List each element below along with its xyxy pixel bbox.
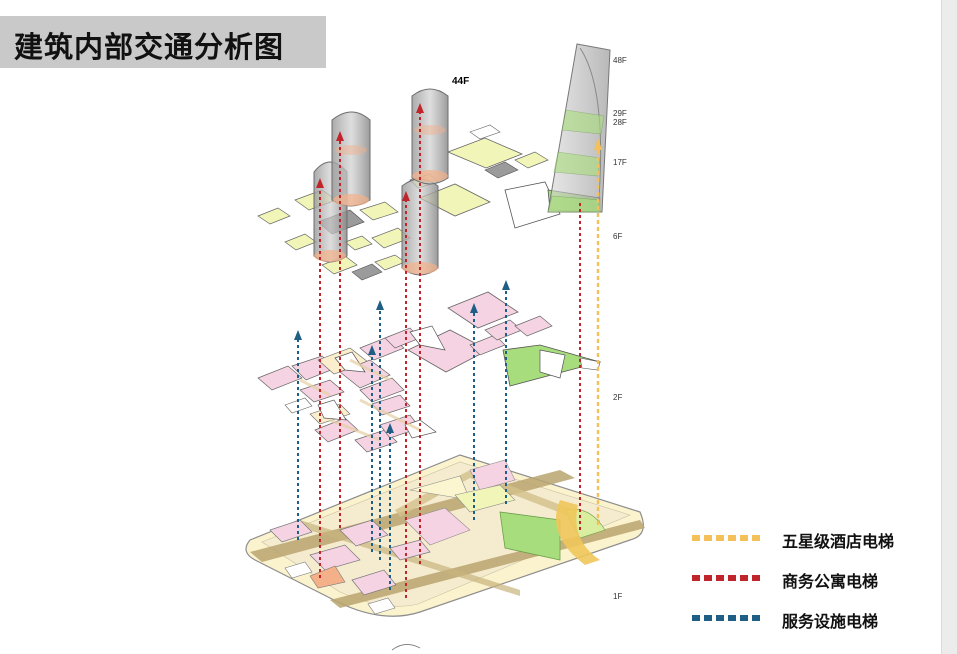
legend-swatch-service xyxy=(692,615,760,621)
hotel-arrowhead xyxy=(594,138,602,150)
apartment-towers xyxy=(313,88,449,276)
floor-label-44f: 44F xyxy=(452,76,470,87)
apartment-elevators xyxy=(319,107,421,598)
legend-label-apartment: 商务公寓电梯 xyxy=(782,572,879,591)
north-marker xyxy=(391,644,421,651)
legend-label-hotel: 五星级酒店电梯 xyxy=(782,532,895,551)
legend-label-service: 服务设施电梯 xyxy=(782,612,879,631)
floor-label-17f: 17F xyxy=(613,158,627,167)
ground-floor xyxy=(245,454,645,617)
service-arrowheads xyxy=(294,280,510,433)
legend-swatch-hotel xyxy=(692,535,760,541)
floor-label-48f: 48F xyxy=(613,56,627,65)
floor-label-6f: 6F xyxy=(613,232,623,241)
second-floor xyxy=(257,291,602,453)
apartment-arrowheads xyxy=(316,103,424,201)
service-elevators xyxy=(297,285,507,590)
legend-swatch-apartment xyxy=(692,575,760,581)
floor-label-28f: 28F xyxy=(613,118,627,127)
hotel-tower xyxy=(547,43,611,213)
floor-label-2f: 2F xyxy=(613,393,623,402)
scrollbar-track[interactable] xyxy=(941,0,957,654)
page-title: 建筑内部交通分析图 xyxy=(14,30,285,64)
title-bar: 建筑内部交通分析图 xyxy=(0,16,326,68)
floor-label-1f: 1F xyxy=(613,592,623,601)
floor-label-29f: 29F xyxy=(613,109,627,118)
